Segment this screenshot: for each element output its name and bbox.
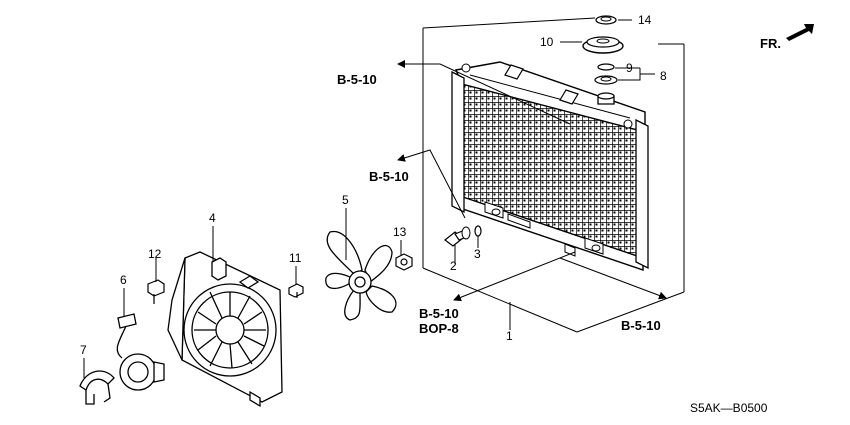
callout-leaders (83, 19, 655, 378)
reference-label-top[interactable]: B-5-10 (337, 72, 377, 87)
reference-label-bottom[interactable]: B-5-10 (419, 306, 459, 321)
fan-nut (395, 253, 413, 271)
callout-13: 13 (393, 225, 407, 239)
callout-8: 8 (660, 69, 667, 83)
reference-label-mid[interactable]: B-5-10 (369, 169, 409, 184)
front-direction-arrow-icon (786, 24, 814, 41)
shroud-bolt (288, 283, 304, 298)
drain-plug (444, 226, 471, 247)
diagram-code: S5AK—B0500 (690, 401, 768, 415)
callout-1: 1 (506, 329, 513, 343)
front-indicator-label: FR. (760, 36, 781, 51)
fan-shroud (167, 251, 283, 408)
callout-12: 12 (148, 247, 162, 261)
callout-7: 7 (80, 343, 87, 357)
motor-cover (79, 370, 115, 405)
reference-label-right[interactable]: B-5-10 (621, 318, 661, 333)
drain-plug-o-ring (474, 225, 482, 237)
callout-4: 4 (209, 211, 216, 225)
callout-5: 5 (342, 193, 349, 207)
radiator-cap (582, 36, 624, 54)
cap-packing (594, 63, 618, 85)
callout-14: 14 (638, 13, 652, 27)
callout-3: 3 (474, 247, 481, 261)
callout-9: 9 (626, 61, 633, 75)
reference-label-bop[interactable]: BOP-8 (419, 321, 459, 336)
callout-2: 2 (450, 259, 457, 273)
callout-6: 6 (120, 273, 127, 287)
cooling-fan (325, 231, 397, 321)
reference-arrows (397, 60, 667, 302)
radiator-cap-seal (595, 15, 617, 25)
radiator (451, 61, 649, 271)
callout-11: 11 (289, 251, 302, 265)
motor-bolt (147, 279, 165, 304)
callout-10: 10 (540, 35, 554, 49)
fan-motor (116, 313, 165, 391)
assembly-bracket-outline (422, 17, 685, 333)
